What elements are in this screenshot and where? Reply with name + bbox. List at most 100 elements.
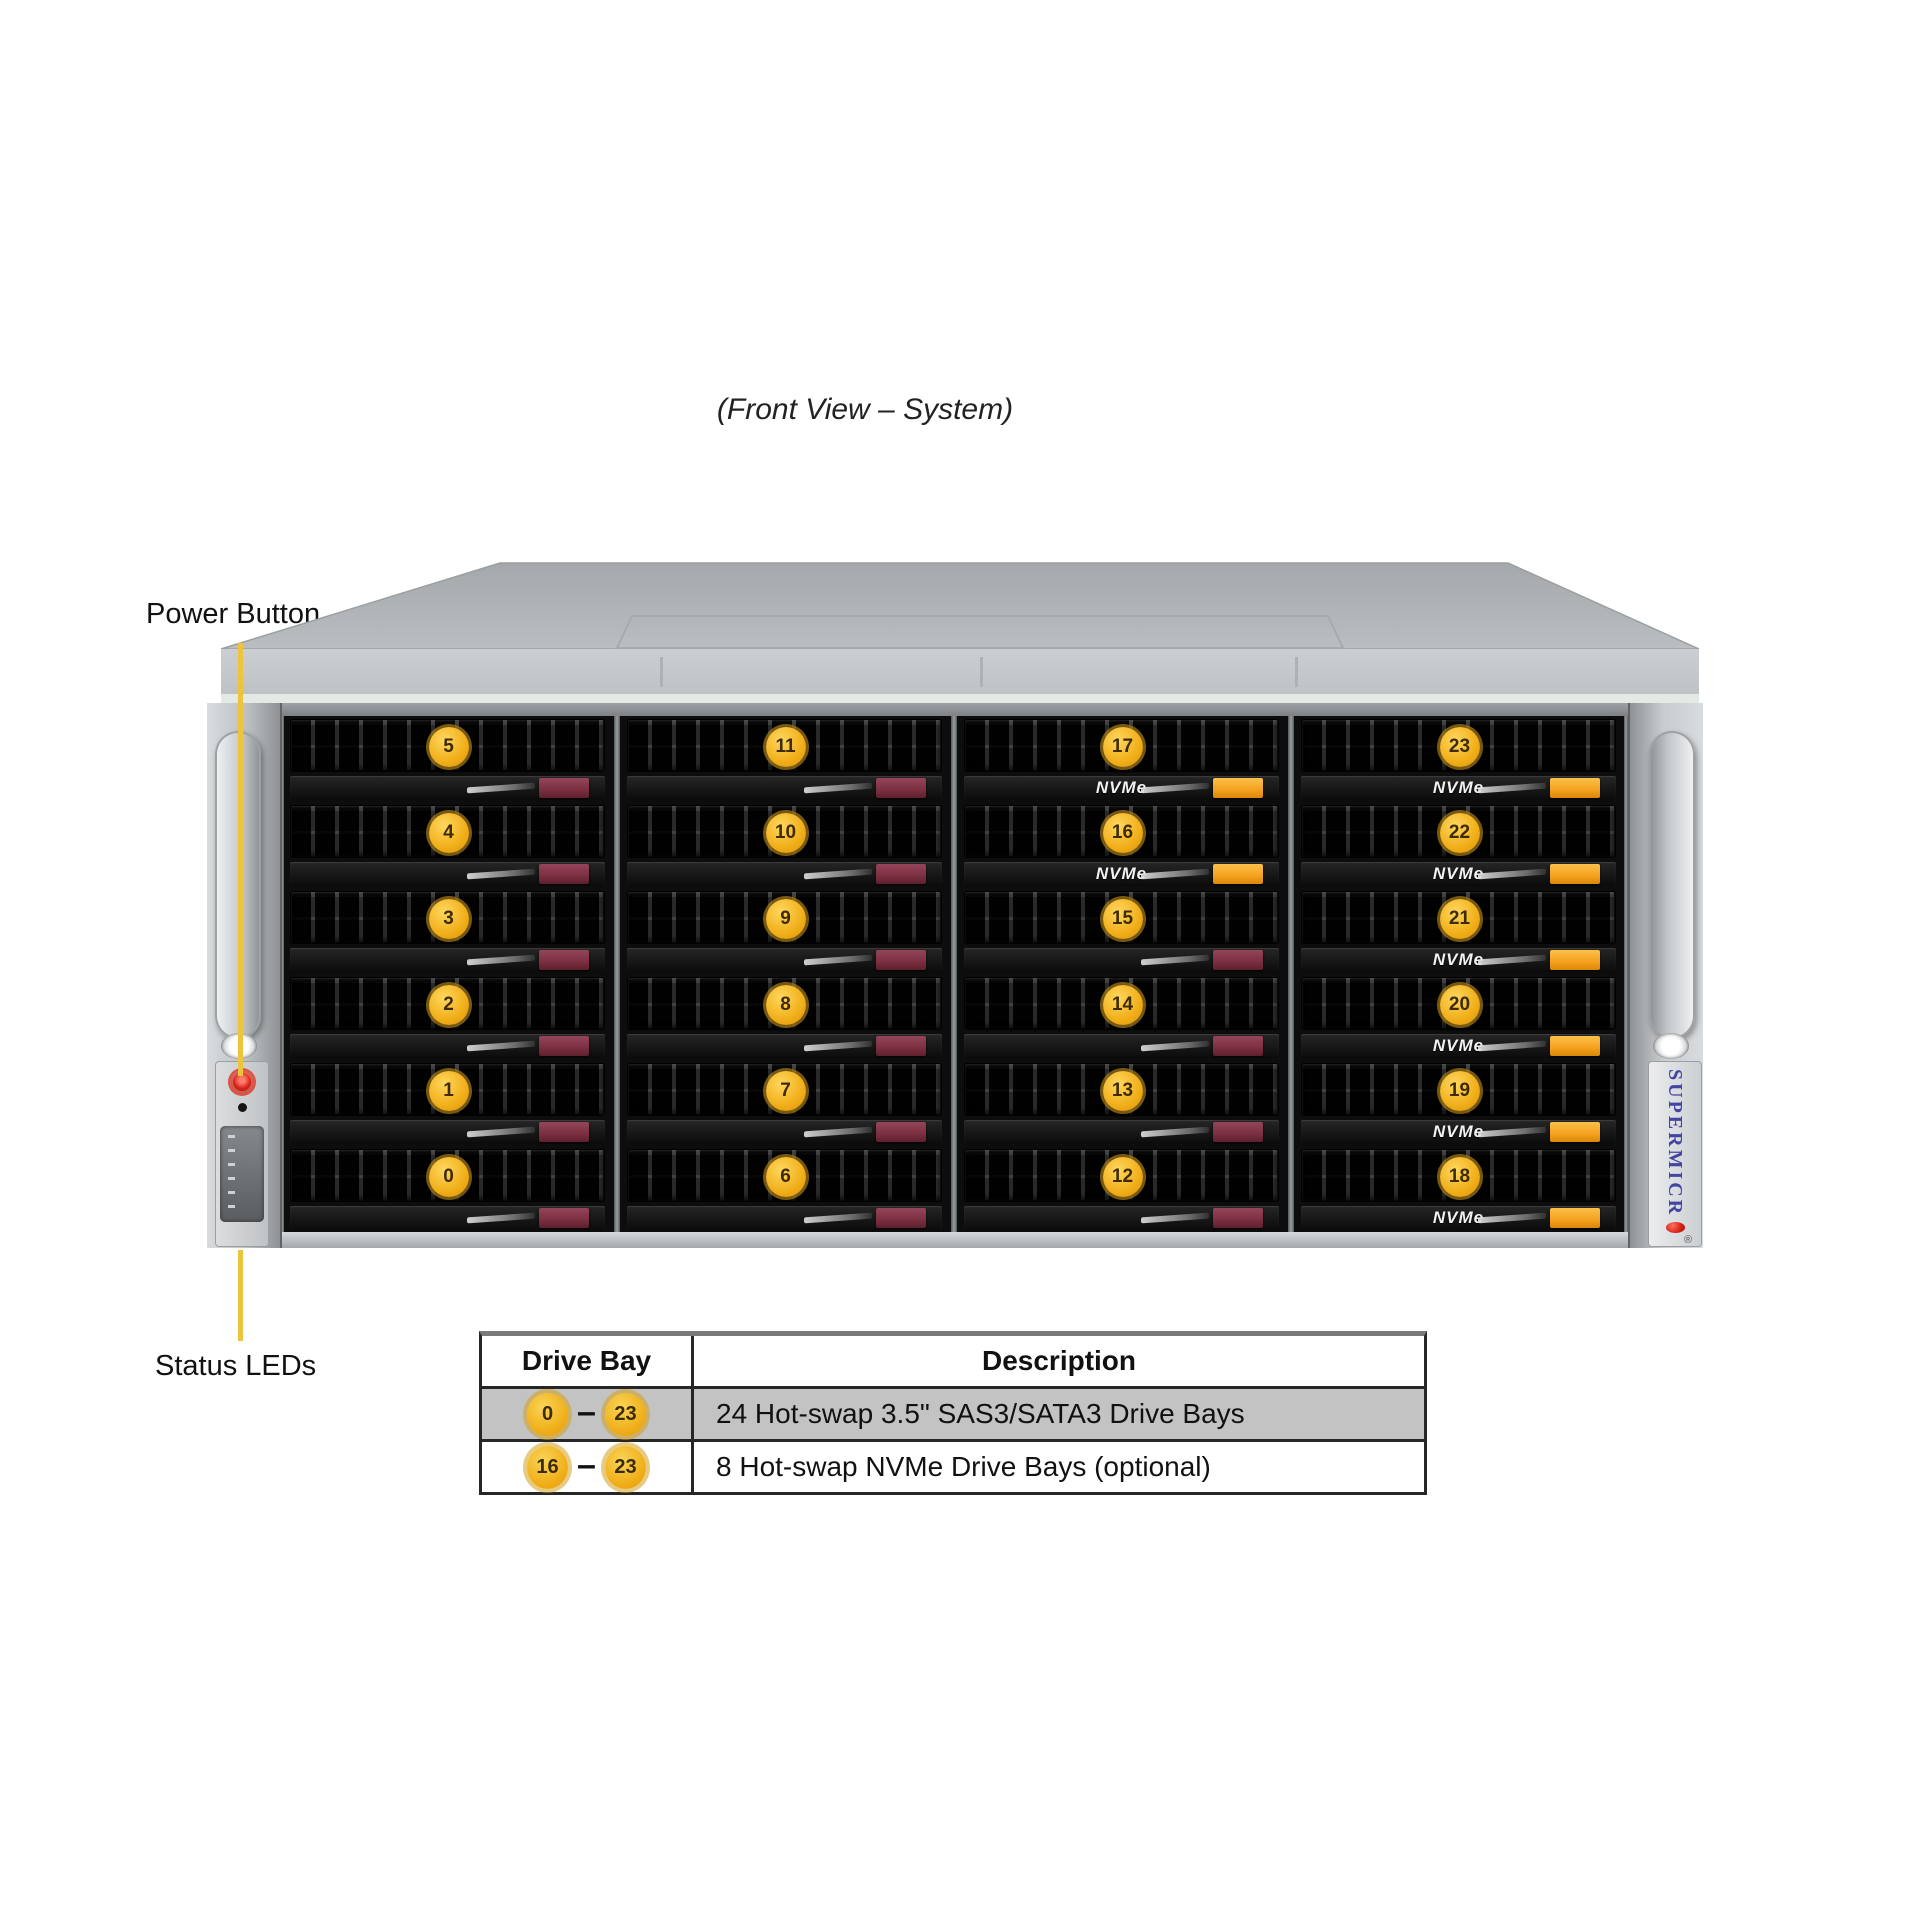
release-latch [1213,778,1263,798]
drive-tray-release-bar [627,1206,942,1230]
bay-number-badge: 8 [765,985,806,1025]
nvme-label: NVMe [1432,778,1485,797]
chassis-bottom-edge [207,1232,1701,1248]
nvme-label: NVMe [1432,950,1485,969]
drive-tray-release-bar [290,1034,605,1058]
release-latch [1213,864,1263,884]
release-latch [539,864,589,884]
release-latch [1550,778,1600,798]
panel-seam [1295,657,1298,687]
bay-range-start-badge: 16 [527,1445,569,1489]
table-row: 16 – 23 8 Hot-swap NVMe Drive Bays (opti… [482,1439,1424,1492]
table-row: 0 – 23 24 Hot-swap 3.5" SAS3/SATA3 Drive… [482,1386,1424,1439]
release-latch [539,1208,589,1228]
bay-number-badge: 13 [1102,1071,1143,1111]
bay-number-badge: 10 [765,813,806,853]
release-latch [876,1122,926,1142]
release-lever [1141,1040,1209,1052]
release-lever [804,954,872,966]
cage-rail [614,716,620,1232]
release-latch [876,950,926,970]
release-latch [1213,1208,1263,1228]
drive-tray-release-bar: NVMe [964,862,1279,886]
bay-number-badge: 15 [1102,899,1143,939]
power-button-callout-line [238,643,243,1076]
drive-bay-table: Drive Bay Description 0 – 23 24 Hot-swap… [479,1331,1427,1495]
bay-number-badge: 7 [765,1071,806,1111]
description-header: Description [981,1345,1137,1376]
drive-tray-release-bar: NVMe [1301,948,1616,972]
release-lever [467,954,535,966]
release-lever [467,1126,535,1138]
bay-number-badge: 17 [1102,727,1143,767]
drive-tray-release-bar: NVMe [964,776,1279,800]
release-latch [1550,1036,1600,1056]
drive-tray-release-bar: NVMe [1301,1120,1616,1144]
release-latch [1213,1036,1263,1056]
nvme-label: NVMe [1095,864,1148,883]
drive-bay-4: 4 [280,802,617,888]
drive-tray-release-bar [290,1206,605,1230]
release-lever [1141,1126,1209,1138]
drive-bay-6: 6 [617,1146,954,1232]
bay-number-badge: 9 [765,899,806,939]
release-lever [1141,1212,1209,1224]
table-header-row: Drive Bay Description [482,1336,1424,1386]
release-lever [467,868,535,880]
release-latch [876,864,926,884]
bay-number-badge: 3 [428,899,469,939]
drive-bay-10: 10 [617,802,954,888]
bay-range-start-badge: 0 [527,1392,569,1436]
drive-tray-release-bar: NVMe [1301,1034,1616,1058]
bay-number-badge: 14 [1102,985,1143,1025]
bay-range-end-badge: 23 [604,1392,646,1436]
drive-bay-7: 7 [617,1060,954,1146]
drive-bay-2: 2 [280,974,617,1060]
left-rack-ear [207,703,282,1248]
status-leds-label: Status LEDs [155,1350,317,1382]
bay-number-badge: 22 [1439,813,1480,853]
release-latch [876,778,926,798]
page-title: (Front View – System) [716,393,1014,426]
drive-tray-release-bar [627,776,942,800]
bay-number-badge: 16 [1102,813,1143,853]
release-lever [804,1126,872,1138]
bay-number-badge: 20 [1439,985,1480,1025]
bay-number-badge: 23 [1439,727,1480,767]
supermicro-logo-dot [1665,1222,1685,1233]
cage-rail [1624,716,1628,1232]
drive-bay-14: 14 [954,974,1291,1060]
right-ear-cutout [1653,1033,1689,1059]
drive-column-0: 5 4 3 2 1 0 [280,716,617,1232]
bay-number-badge: 2 [428,985,469,1025]
release-lever [804,1040,872,1052]
nvme-label: NVMe [1432,1122,1485,1141]
chassis-seam-highlight [221,694,1699,703]
bay-number-badge: 21 [1439,899,1480,939]
drive-bay-1: 1 [280,1060,617,1146]
nvme-label: NVMe [1432,864,1485,883]
bay-number-badge: 5 [428,727,469,767]
drive-bay-3: 3 [280,888,617,974]
release-latch [1550,950,1600,970]
status-led-panel [220,1126,264,1222]
reset-button [237,1103,247,1112]
drive-tray-release-bar: NVMe [1301,1206,1616,1230]
bay-number-badge: 0 [428,1157,469,1197]
status-leds-callout-line [238,1250,243,1341]
drive-bay-header: Drive Bay [482,1336,694,1386]
drive-tray-release-bar [964,1034,1279,1058]
drive-tray-release-bar [627,1120,942,1144]
right-rack-ear: SUPERMICR ® [1628,703,1703,1248]
registered-trademark-mark: ® [1683,1234,1693,1246]
